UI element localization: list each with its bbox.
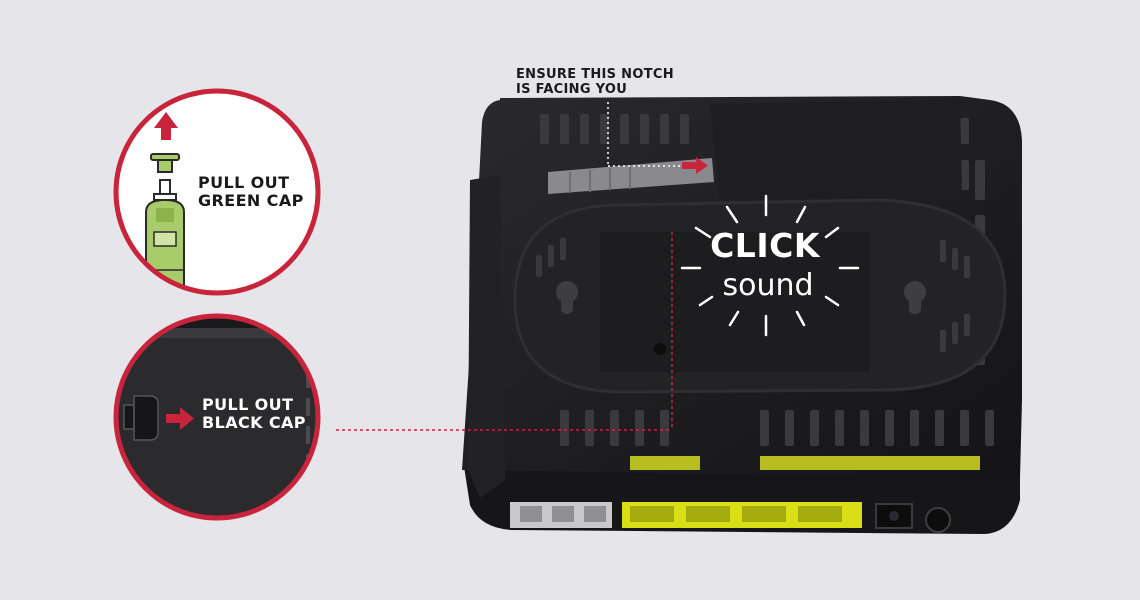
guide-lines (336, 232, 673, 431)
inset-black-cap (113, 313, 321, 521)
green-line-2: GREEN CAP (198, 190, 304, 210)
notch-line-2: IS FACING YOU (516, 81, 628, 97)
notch-line-1: ENSURE THIS NOTCH (516, 67, 674, 82)
black-line-1: PULL OUT (202, 395, 294, 414)
black-cap-instruction-label: PULL OUT BLACK CAP (202, 396, 306, 432)
arrow-up-icon (154, 112, 178, 140)
notch-pointer (607, 102, 690, 167)
arrow-right-icon (682, 157, 708, 174)
sound-word: sound (722, 268, 814, 303)
ont-device (462, 96, 1022, 534)
black-line-2: BLACK CAP (202, 412, 306, 432)
black-cap (123, 395, 159, 441)
green-cap (150, 153, 180, 173)
keyhole-mount-right (904, 281, 926, 314)
inset-green-cap (113, 88, 321, 296)
green-line-1: PULL OUT (198, 173, 290, 192)
front-ports (510, 502, 951, 533)
click-word: CLICK (710, 226, 820, 265)
green-cap-instruction-label: PULL OUT GREEN CAP (198, 174, 304, 210)
arrow-right-icon (166, 407, 194, 430)
notch-instruction-label: ENSURE THIS NOTCH IS FACING YOU (516, 67, 674, 97)
power-button (925, 507, 951, 533)
keyhole-mount-left (556, 281, 578, 314)
sound-burst-icon (680, 194, 860, 337)
